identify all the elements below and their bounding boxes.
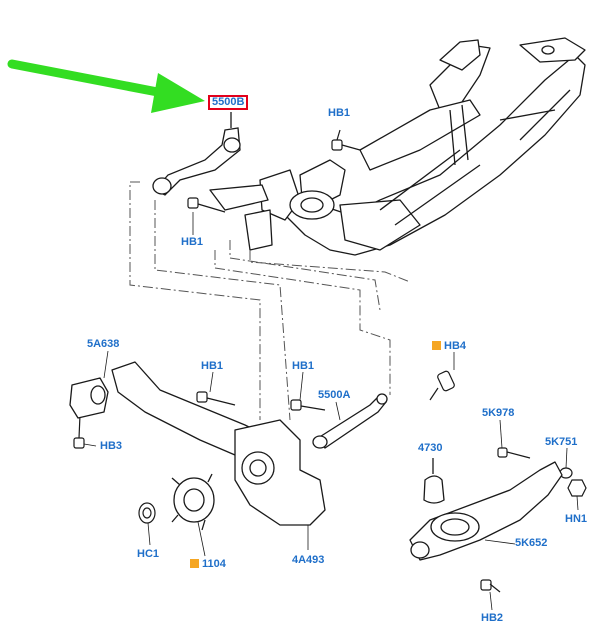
link-5500A <box>312 393 388 449</box>
callout-hb1-mid1[interactable]: HB1 <box>201 360 224 372</box>
orange-square-icon <box>432 341 441 350</box>
callout-hb1-mid2[interactable]: HB1 <box>292 360 315 372</box>
leader-lines <box>83 212 579 611</box>
callout-1104-text: 1104 <box>202 558 226 570</box>
callout-5500A[interactable]: 5500A <box>318 389 351 401</box>
bump-stop-4730 <box>423 458 445 504</box>
callout-hb1-top[interactable]: HB1 <box>328 107 351 119</box>
callout-hb2[interactable]: HB2 <box>481 612 504 624</box>
knuckle-and-trailing-arm <box>69 361 326 531</box>
orange-square-icon <box>190 559 199 568</box>
rear-subframe <box>209 37 586 256</box>
upper-arm-5500B <box>152 112 241 196</box>
callout-1104[interactable]: 1104 <box>190 558 226 571</box>
callout-hb1-left[interactable]: HB1 <box>181 236 204 248</box>
callout-hb4[interactable]: HB4 <box>432 340 466 353</box>
callout-5K751[interactable]: 5K751 <box>545 436 578 448</box>
callout-hb4-text: HB4 <box>444 340 467 352</box>
callout-hn1[interactable]: HN1 <box>565 513 588 525</box>
spring-arm-5K652 <box>409 461 563 561</box>
fasteners <box>73 129 587 593</box>
callout-hc1[interactable]: HC1 <box>137 548 160 560</box>
callout-5A638[interactable]: 5A638 <box>87 338 120 350</box>
callout-5500B[interactable]: 5500B <box>208 95 249 110</box>
callout-5K978[interactable]: 5K978 <box>482 407 515 419</box>
assembly-guide-lines <box>129 181 411 421</box>
green-arrow-icon <box>7 59 205 113</box>
callout-hb3[interactable]: HB3 <box>100 440 123 452</box>
callout-5K652[interactable]: 5K652 <box>515 537 548 549</box>
callout-4730[interactable]: 4730 <box>418 442 443 454</box>
callout-4A493[interactable]: 4A493 <box>292 554 325 566</box>
